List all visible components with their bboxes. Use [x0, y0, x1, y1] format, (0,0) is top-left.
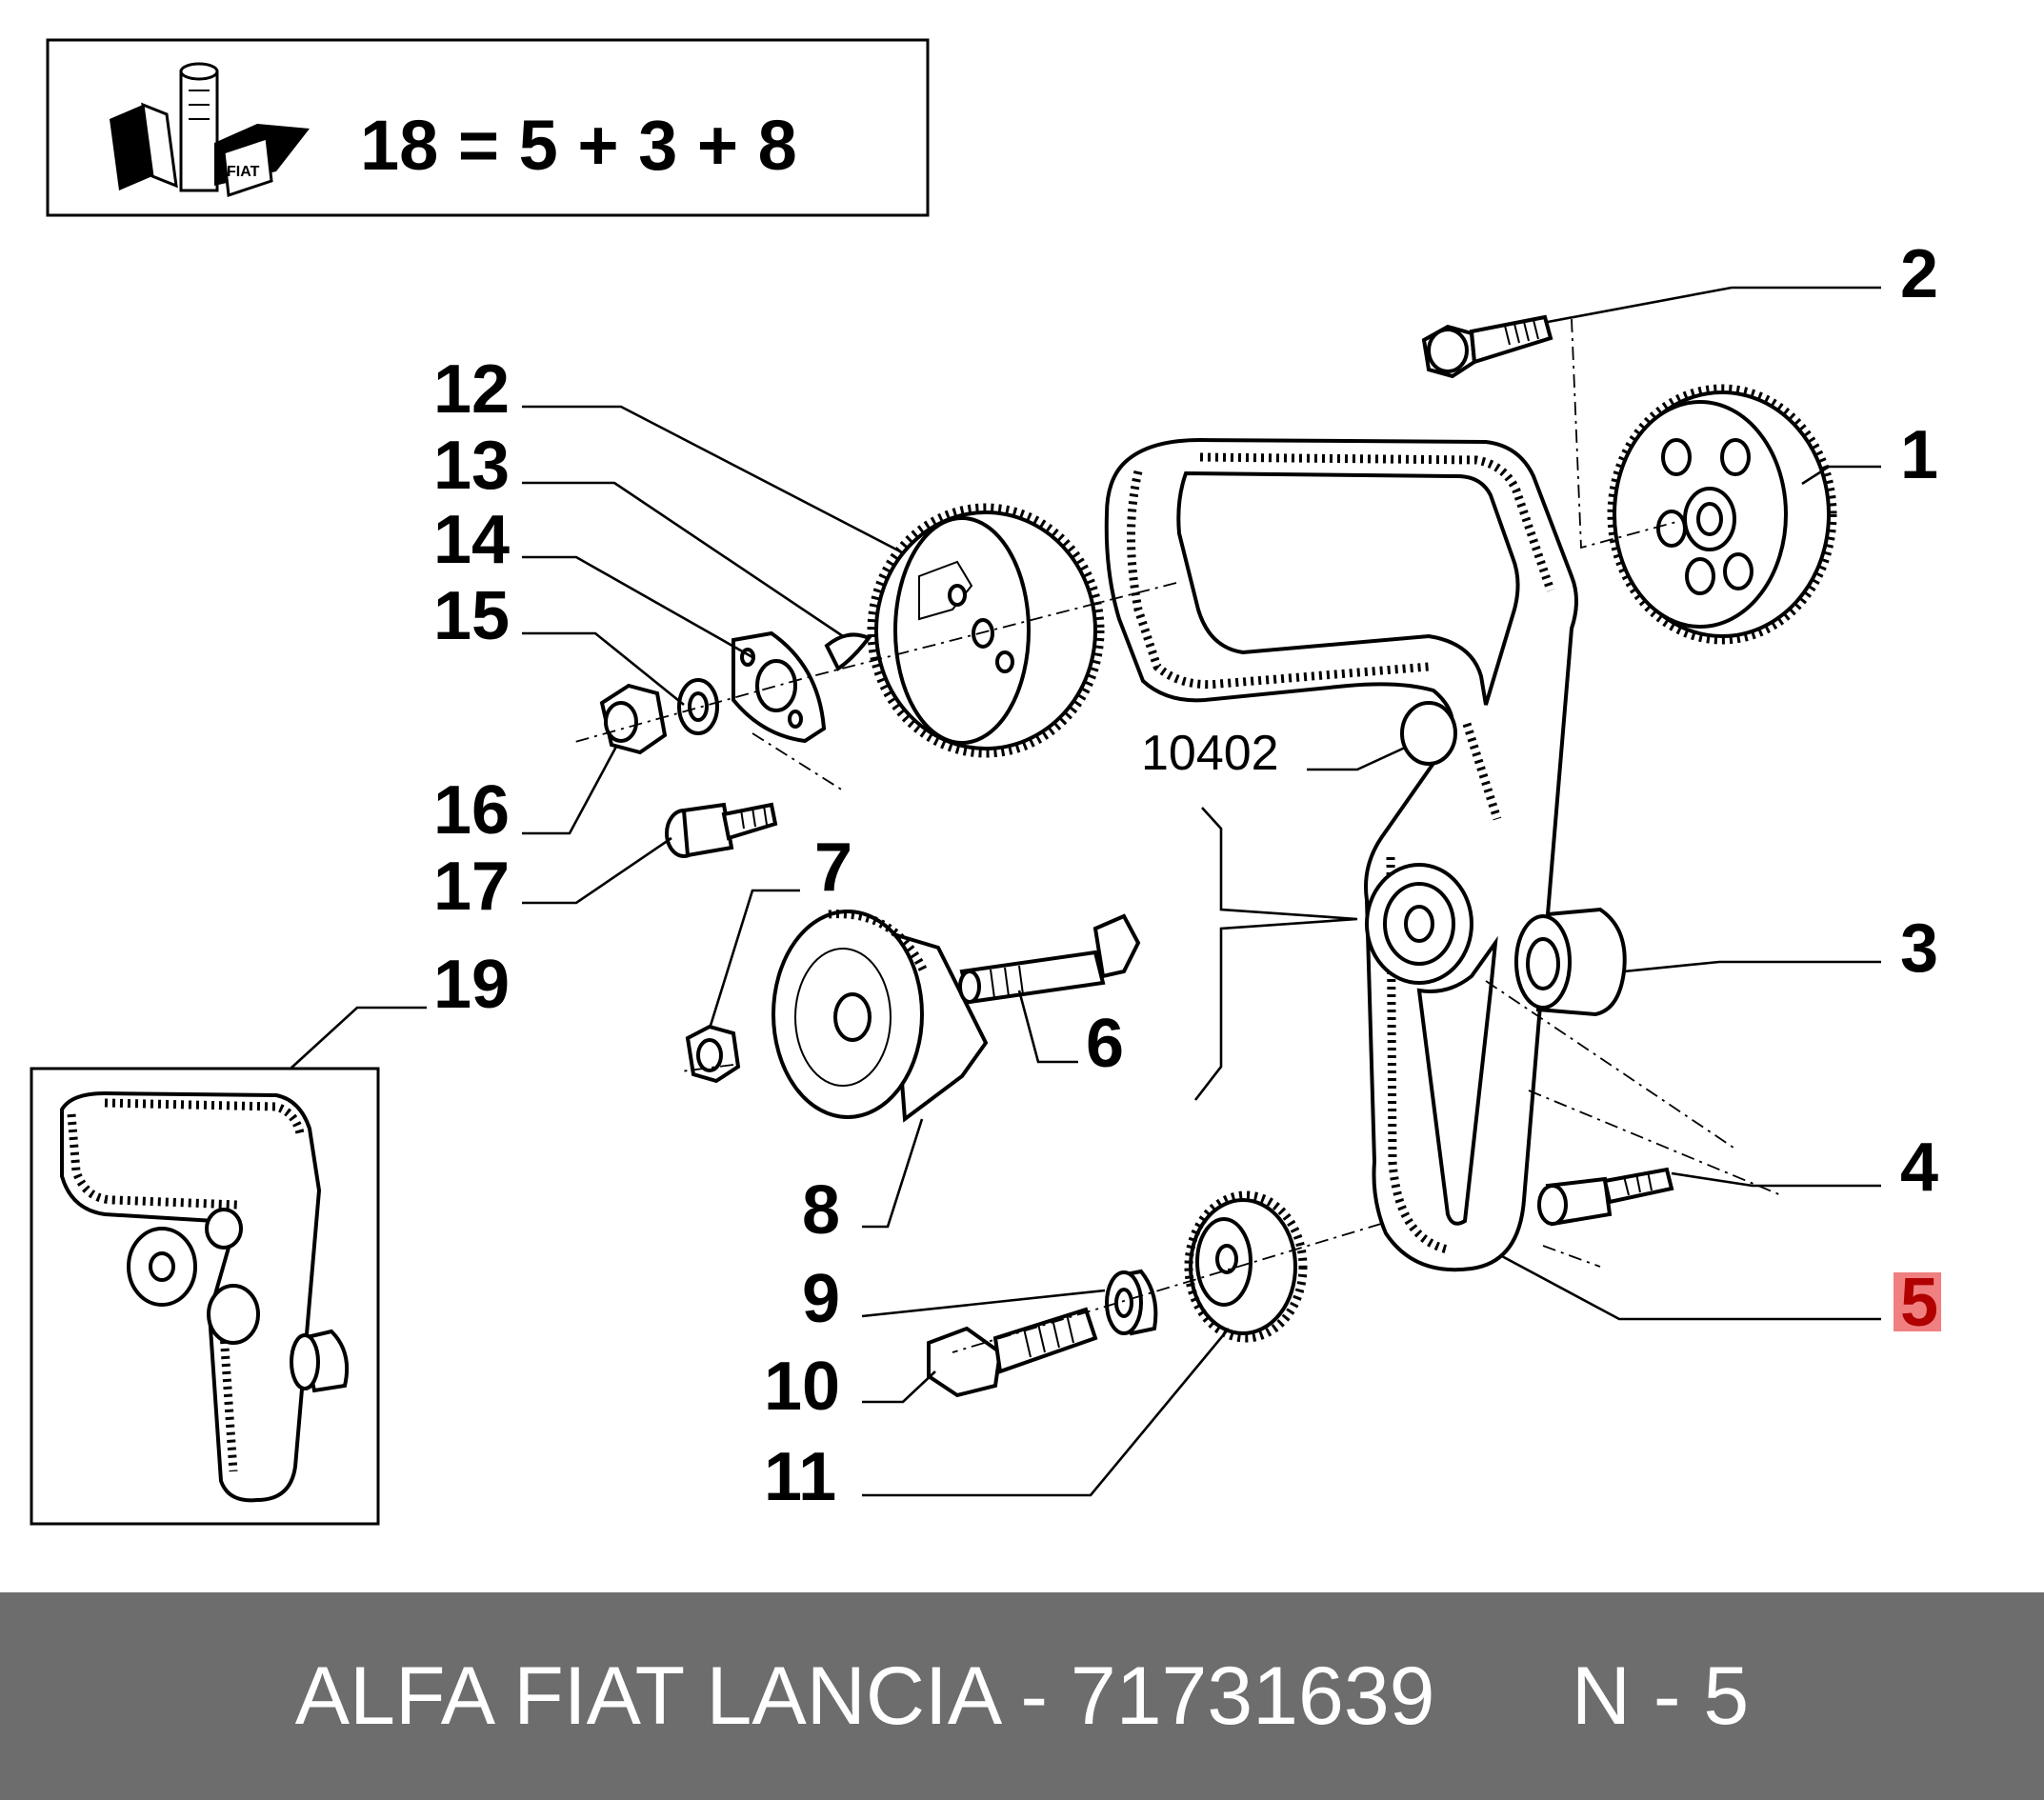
callout-5: 5: [1900, 1265, 1938, 1341]
bolt-17: [665, 802, 778, 858]
callout-10: 10: [764, 1349, 840, 1425]
callout-15: 15: [433, 578, 510, 654]
belt-idler-roller: [1365, 701, 1473, 985]
kit-box: FIAT 18 = 5 + 3 + 8: [46, 38, 930, 217]
callout-12: 12: [433, 351, 510, 428]
callout-11: 11: [764, 1439, 836, 1515]
washer-9: [1105, 1269, 1158, 1336]
footer-bar: ALFA FIAT LANCIA - 71731639 N - 5: [0, 1592, 2044, 1800]
nut-16: [599, 683, 668, 755]
inset-belt-routing-19: [30, 1067, 380, 1526]
callout-5-highlight: [1894, 1272, 1941, 1331]
callout-3: 3: [1900, 910, 1938, 987]
axis-lines: [571, 318, 1782, 1353]
crank-sprocket-11: [1184, 1190, 1308, 1343]
callout-16: 16: [433, 772, 510, 849]
callout-14: 14: [433, 502, 510, 578]
tensioner-pulley-8: [772, 910, 989, 1123]
bolt-6: [958, 913, 1141, 1005]
kit-formula: 18 = 5 + 3 + 8: [360, 106, 797, 185]
callout-19: 19: [433, 947, 510, 1023]
callout-1: 1: [1900, 417, 1938, 493]
callout-9: 9: [802, 1261, 840, 1337]
stud-bolt-4: [1537, 1167, 1674, 1227]
pulley-bolt-2: [1421, 314, 1553, 379]
callout-13: 13: [433, 428, 510, 504]
camshaft-pulley-1: [1607, 384, 1837, 645]
callout-8: 8: [802, 1172, 840, 1249]
callout-17: 17: [433, 849, 510, 925]
bolt-10: [927, 1307, 1098, 1398]
callout-10402: 10402: [1141, 726, 1279, 781]
timing-belt-exploded-diagram: FIAT 18 = 5 + 3 + 8: [30, 38, 1941, 1526]
callout-2: 2: [1900, 236, 1938, 312]
callout-4: 4: [1900, 1130, 1938, 1206]
leader-lines: [290, 286, 1881, 1497]
kit-logo-icon: FIAT: [110, 62, 310, 198]
callout-labels: 2 1 3 4 5 12 13 14 15 16 17 19 7 6 8 9 1…: [433, 236, 1941, 1515]
callout-7: 7: [814, 830, 852, 906]
callout-6: 6: [1086, 1006, 1124, 1082]
idler-bearing-3: [1514, 907, 1627, 1017]
woodruff-key-13: [824, 632, 872, 671]
flange-14: [731, 630, 827, 744]
kit-logo-text: FIAT: [227, 164, 260, 180]
footer-part-number: ALFA FIAT LANCIA - 71731639 N - 5: [294, 1650, 1750, 1742]
camshaft-pulley-12: [867, 503, 1105, 758]
timing-belt: [1104, 437, 1578, 1272]
nut-7: [685, 1024, 741, 1084]
washer-15: [677, 678, 719, 735]
